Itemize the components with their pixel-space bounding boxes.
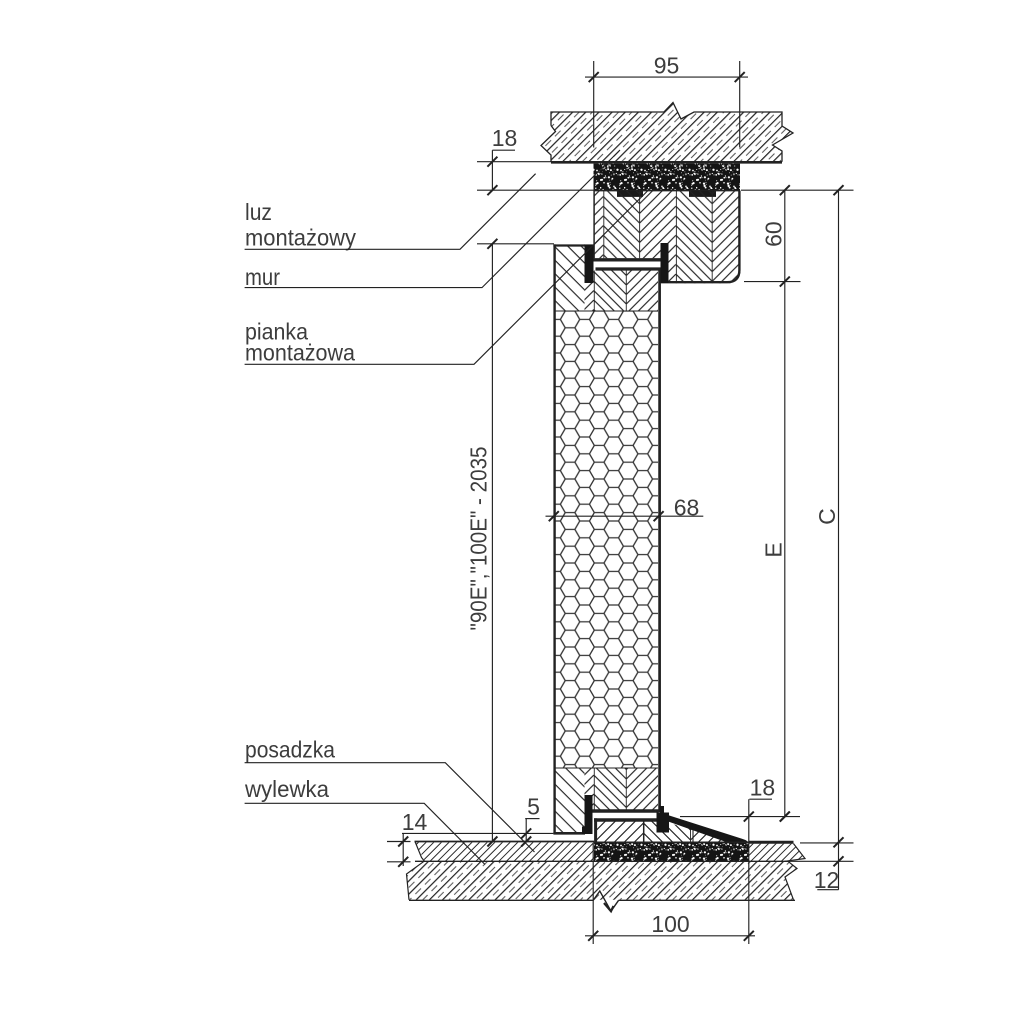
svg-text:18: 18 xyxy=(750,775,776,801)
svg-text:5: 5 xyxy=(527,794,540,820)
svg-text:luz: luz xyxy=(245,199,272,225)
svg-text:mur: mur xyxy=(245,264,280,290)
svg-text:60: 60 xyxy=(760,221,786,247)
svg-text:E: E xyxy=(760,542,786,557)
svg-text:"90E","100E" - 2035: "90E","100E" - 2035 xyxy=(465,447,491,631)
svg-text:95: 95 xyxy=(654,53,680,79)
svg-text:14: 14 xyxy=(402,809,428,835)
svg-text:wylewka: wylewka xyxy=(244,776,329,802)
svg-text:18: 18 xyxy=(492,125,518,151)
svg-text:68: 68 xyxy=(674,495,700,521)
svg-text:12: 12 xyxy=(814,867,840,893)
svg-text:montażowa: montażowa xyxy=(245,340,355,366)
svg-text:C: C xyxy=(814,508,840,525)
svg-text:100: 100 xyxy=(651,911,689,937)
svg-text:posadzka: posadzka xyxy=(245,737,335,763)
svg-text:pianka: pianka xyxy=(245,319,308,345)
svg-text:montażowy: montażowy xyxy=(245,225,356,251)
